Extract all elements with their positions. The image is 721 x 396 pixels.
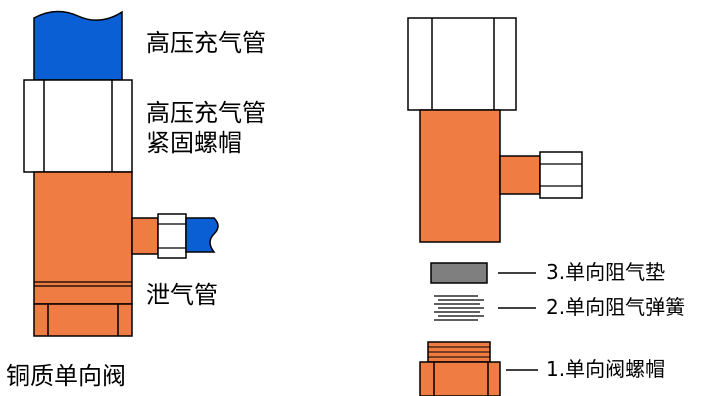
exploded-valve xyxy=(407,17,583,396)
side-outlet xyxy=(131,217,159,255)
label-nut-line2: 紧固螺帽 xyxy=(146,129,242,157)
label-copper-valve: 铜质单向阀 xyxy=(6,362,126,390)
label-part-1: 1.单向阀螺帽 xyxy=(546,357,666,381)
label-nut-line1: 高压充气管 xyxy=(146,99,266,127)
valve-bottom-cap xyxy=(33,303,133,337)
label-part-3: 3.单向阻气垫 xyxy=(546,260,666,284)
side-nut xyxy=(157,213,187,259)
vent-pipe xyxy=(185,217,219,253)
spring xyxy=(434,295,484,321)
exploded-side-nut xyxy=(539,151,583,199)
label-vent-pipe: 泄气管 xyxy=(146,281,218,309)
valve-body xyxy=(33,171,133,305)
exploded-side-outlet xyxy=(499,155,541,195)
label-part-2: 2.单向阻气弹簧 xyxy=(546,295,686,319)
label-high-pressure-pipe: 高压充气管 xyxy=(146,29,266,57)
exploded-body xyxy=(419,109,501,243)
fastening-nut xyxy=(23,79,133,173)
cap-thread-lines xyxy=(428,346,490,358)
assembled-valve xyxy=(23,10,219,337)
exploded-top-nut xyxy=(407,17,517,111)
high-pressure-pipe xyxy=(33,10,123,81)
gasket xyxy=(430,262,488,284)
